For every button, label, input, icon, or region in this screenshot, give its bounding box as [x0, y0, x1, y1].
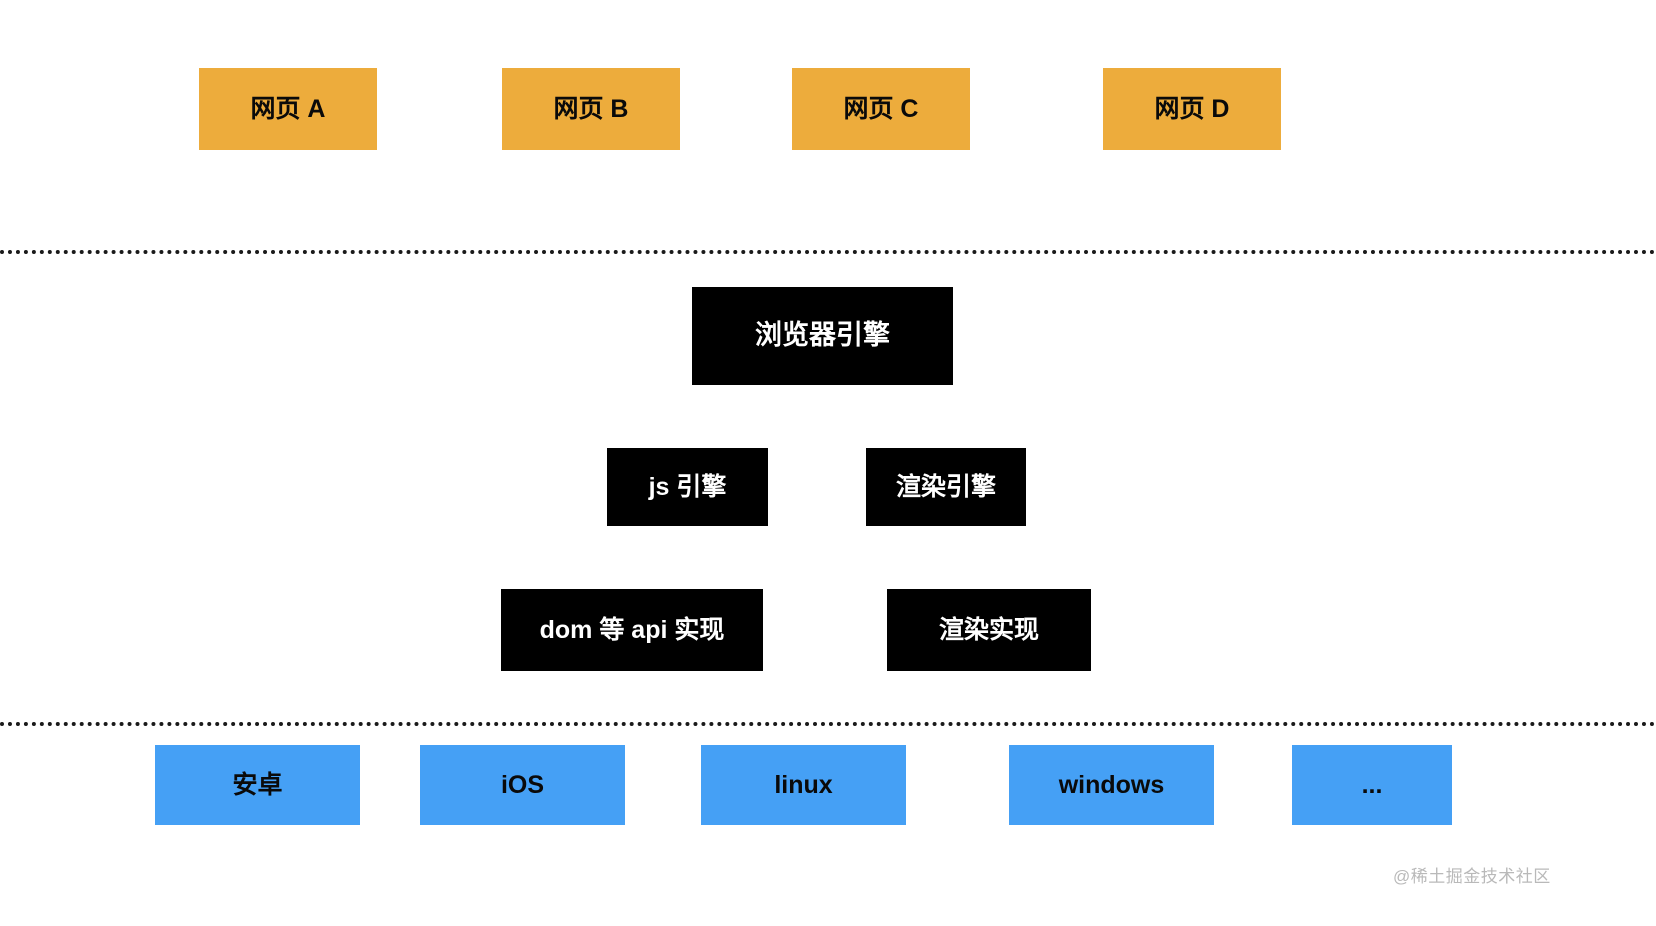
os-box[interactable]: 安卓: [155, 745, 360, 825]
engine-box-label: 浏览器引擎: [755, 320, 890, 351]
web-page-box-label: 网页 D: [1154, 94, 1230, 123]
web-page-box-label: 网页 B: [553, 94, 629, 123]
web-page-box[interactable]: 网页 A: [199, 68, 377, 150]
watermark: @稀土掘金技术社区: [1393, 867, 1551, 886]
engine-box[interactable]: dom 等 api 实现: [501, 589, 763, 671]
engine-box-label: 渲染实现: [938, 615, 1039, 644]
engine-box-label: js 引擎: [648, 472, 727, 501]
web-page-box-label: 网页 A: [250, 94, 326, 123]
os-box-label: linux: [774, 770, 833, 799]
engine-box-label: 渲染引擎: [895, 472, 996, 501]
engine-box[interactable]: 浏览器引擎: [692, 287, 953, 385]
os-box-label: iOS: [500, 770, 545, 799]
os-box[interactable]: iOS: [420, 745, 625, 825]
os-box-label: 安卓: [232, 770, 283, 799]
os-box-label: ...: [1361, 770, 1383, 799]
os-box[interactable]: linux: [701, 745, 906, 825]
web-page-box[interactable]: 网页 D: [1103, 68, 1281, 150]
divider-pages-engine: [0, 250, 1656, 254]
divider-engine-os: [0, 722, 1656, 726]
engine-box-label: dom 等 api 实现: [539, 615, 725, 644]
os-box[interactable]: windows: [1009, 745, 1214, 825]
engine-box[interactable]: 渲染实现: [887, 589, 1091, 671]
os-box[interactable]: ...: [1292, 745, 1452, 825]
os-box-label: windows: [1058, 770, 1165, 799]
engine-box[interactable]: js 引擎: [607, 448, 768, 526]
web-page-box[interactable]: 网页 C: [792, 68, 970, 150]
web-page-box-label: 网页 C: [843, 94, 919, 123]
web-page-box[interactable]: 网页 B: [502, 68, 680, 150]
engine-box[interactable]: 渲染引擎: [866, 448, 1026, 526]
